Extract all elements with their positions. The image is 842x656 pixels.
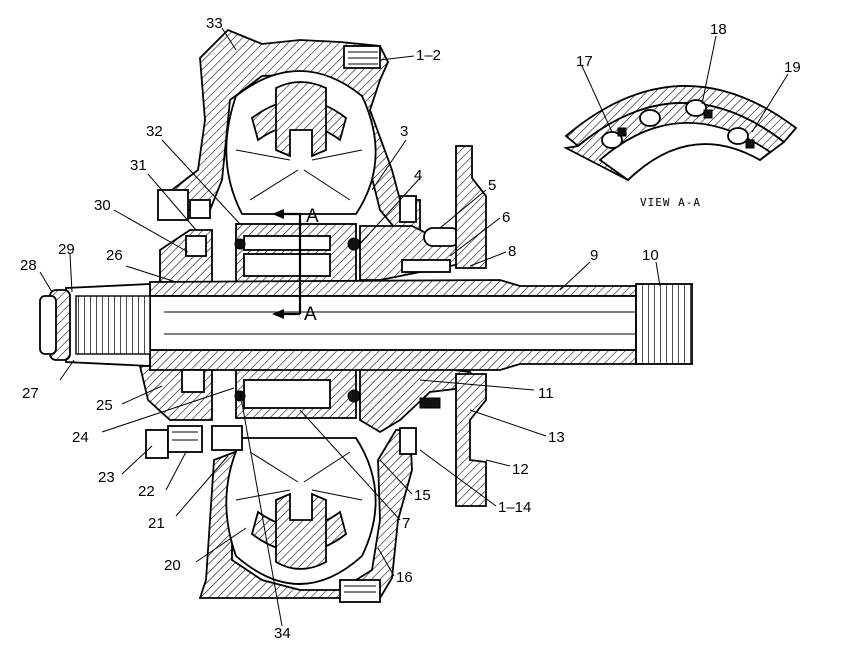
callout-21: 21: [148, 515, 165, 532]
callout-27: 27: [22, 385, 39, 402]
callout-4: 4: [414, 167, 422, 184]
spline-end-left: [75, 295, 151, 355]
callout-32: 32: [146, 123, 163, 140]
callout-9: 9: [590, 247, 598, 264]
callout-11: 11: [538, 385, 554, 402]
callout-15: 15: [414, 487, 431, 504]
callout-8: 8: [508, 243, 516, 260]
callout-10: 10: [642, 247, 659, 264]
callout-6: 6: [502, 209, 510, 226]
callout-23: 23: [98, 469, 115, 486]
main-shaft: [39, 279, 693, 371]
output-flange: [419, 145, 487, 507]
callout-12: 12: [512, 461, 529, 478]
callout-33: 33: [206, 15, 223, 32]
view-a-a-detail: VIEW A-A: [563, 85, 798, 209]
callouts: 33 1–2 3 4 5 6 8 9 10 11 12 13 1–14 15 7…: [20, 15, 801, 642]
callout-1-2: 1–2: [416, 47, 441, 64]
section-mark-bottom: A: [304, 304, 317, 325]
callout-19: 19: [784, 59, 801, 76]
callout-29: 29: [58, 241, 75, 258]
callout-34: 34: [274, 625, 291, 642]
callout-26: 26: [106, 247, 123, 264]
impeller-turbine: [225, 70, 377, 585]
callout-5: 5: [488, 177, 496, 194]
callout-20: 20: [164, 557, 181, 574]
callout-31: 31: [130, 157, 147, 174]
callout-24: 24: [72, 429, 89, 446]
callout-3: 3: [400, 123, 408, 140]
section-mark-top: A: [306, 206, 319, 227]
callout-30: 30: [94, 197, 111, 214]
callout-22: 22: [138, 483, 155, 500]
callout-16: 16: [396, 569, 413, 586]
section-line-a-a: A A: [272, 206, 319, 325]
leader-lines: [39, 27, 789, 627]
callout-18: 18: [710, 21, 727, 38]
bolts: [145, 45, 417, 603]
spline-end-right: [635, 283, 693, 365]
callout-13: 13: [548, 429, 565, 446]
callout-17: 17: [576, 53, 593, 70]
callout-28: 28: [20, 257, 37, 274]
callout-1-14: 1–14: [498, 499, 531, 516]
callout-7: 7: [402, 515, 410, 532]
view-title: VIEW A-A: [640, 196, 701, 209]
callout-25: 25: [96, 397, 113, 414]
